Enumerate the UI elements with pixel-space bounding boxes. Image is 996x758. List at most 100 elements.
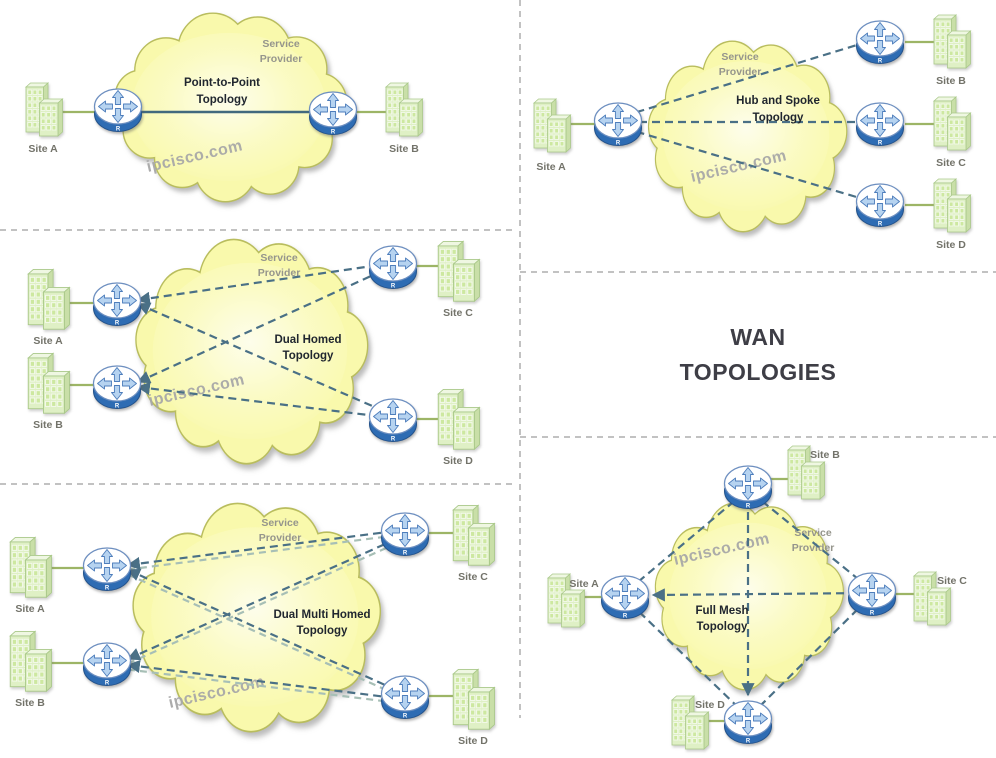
center-title-line1: WAN [730,324,786,350]
link-b-d [136,381,394,420]
cloud-label-line1: Service [794,527,832,539]
router-site-c [368,245,418,291]
site-label-b: Site B [810,449,840,461]
building-site-b [27,352,70,414]
link-hub-b [623,36,881,118]
service-provider-cloud [134,238,369,465]
panel-dual-multi-homed: ipcisco.com Service Provider Dual Multi … [9,502,495,747]
panel-title-line2: Topology [697,621,748,633]
building-site-a [25,82,63,137]
link-a-d [126,568,404,695]
site-label-a: Site A [28,143,58,155]
site-label-b: Site B [15,697,45,709]
service-provider-cloud [114,12,348,203]
cloud-highlight [151,527,359,707]
router-site-a [92,282,142,328]
panel-title-line2: Topology [297,625,348,637]
panel-dual-homed: ipcisco.com Service Provider Dual Homed … [27,238,480,467]
panel-title-line2: Topology [753,112,804,124]
router-site-d [855,183,905,229]
router-site-a [600,575,650,621]
router-site-a [82,547,132,593]
link-c-d [752,599,868,714]
link-a-d [629,602,745,714]
panel-hub-and-spoke: ipcisco.com Service Provider Hub and Spo… [533,14,971,251]
router-hub [593,102,643,148]
panel-title-line2: Topology [283,350,334,362]
router-site-b [308,91,358,137]
panel-title-line1: Dual Homed [274,334,341,346]
site-label-c: Site C [936,157,966,169]
link-a-d [136,302,394,417]
link-b-c [751,492,869,588]
site-label-b: Site B [33,419,63,431]
cloud-highlight [131,32,327,182]
link-a-c [126,528,404,571]
cloud-label-line2: Provider [258,267,301,279]
link-b-c [136,264,394,384]
cloud-label-line2: Provider [259,532,302,544]
center-title-line2: TOPOLOGIES [679,358,837,385]
cloud-highlight [152,262,348,440]
panel-title-line1: Full Mesh [695,605,748,617]
building-site-a [9,536,52,598]
panel-title-line1: Hub and Spoke [736,95,820,107]
panel-point-to-point: ipcisco.com Service Provider Point-to-Po… [25,12,423,203]
site-label-b: Site B [936,75,966,87]
site-label-a: Site A [15,603,45,615]
link-a-c-secondary [127,533,404,571]
site-label-c: Site C [443,307,473,319]
panel-full-mesh: ipcisco.com Service Provider Full Mesh T… [547,445,967,750]
site-label-b: Site B [389,143,419,155]
site-label-c: Site C [458,571,488,583]
center-title-box: WAN TOPOLOGIES [520,272,996,437]
site-label-c: Site C [937,575,967,587]
building-site-b [933,14,971,69]
building-site-c [933,96,971,151]
router-site-b [723,465,773,511]
service-provider-cloud [132,502,382,733]
site-label-a: Site A [536,161,566,173]
site-label-d: Site D [443,455,473,467]
cloud-label-line1: Service [261,517,299,529]
panel-title-line2: Topology [197,94,248,106]
building-site-a [27,268,70,330]
cloud-label-line1: Service [262,38,300,50]
cloud-label-line2: Provider [260,53,303,65]
router-site-d [368,398,418,444]
site-label-a: Site A [33,335,63,347]
router-site-c [847,572,897,618]
link-b-d-secondary [127,668,404,705]
service-provider-cloud [647,40,848,233]
building-site-a [533,98,571,153]
link-b-d [126,659,404,701]
router-site-d [380,675,430,721]
building-site-c [452,504,495,566]
panel-title-line1: Point-to-Point [184,77,260,89]
router-site-c [380,512,430,558]
site-label-d: Site D [695,699,725,711]
link-a-c [136,261,394,305]
link-c-a [651,588,871,602]
router-site-b [855,20,905,66]
building-site-d [452,668,495,730]
link-b-c [126,534,404,661]
router-site-b [92,365,142,411]
router-site-a [93,88,143,134]
link-b-c-secondary [127,539,404,665]
building-site-c [437,240,480,302]
site-label-d: Site D [936,239,966,251]
building-site-d [933,178,971,233]
building-site-b [385,82,423,137]
router-site-d [723,700,773,746]
link-a-d-secondary [127,573,404,699]
cloud-label-line1: Service [260,252,298,264]
router-site-b [82,642,132,688]
link-hub-d [623,126,881,206]
building-site-b [9,630,52,692]
cloud-label-line2: Provider [719,66,762,78]
router-site-c [855,102,905,148]
cloud-label-line1: Service [721,51,759,63]
